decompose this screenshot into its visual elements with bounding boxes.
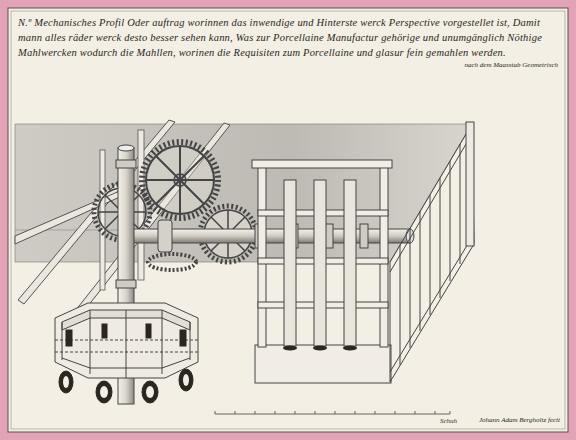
- sheet-title: N.º Mechanisches Profil Oder auftrag wor…: [18, 15, 558, 60]
- signature: Johann Adam Bergholtz fecit: [479, 416, 560, 424]
- scale-note: nach dem Maasstab Geometrisch: [464, 61, 558, 69]
- scale-unit: Schuh: [440, 417, 457, 425]
